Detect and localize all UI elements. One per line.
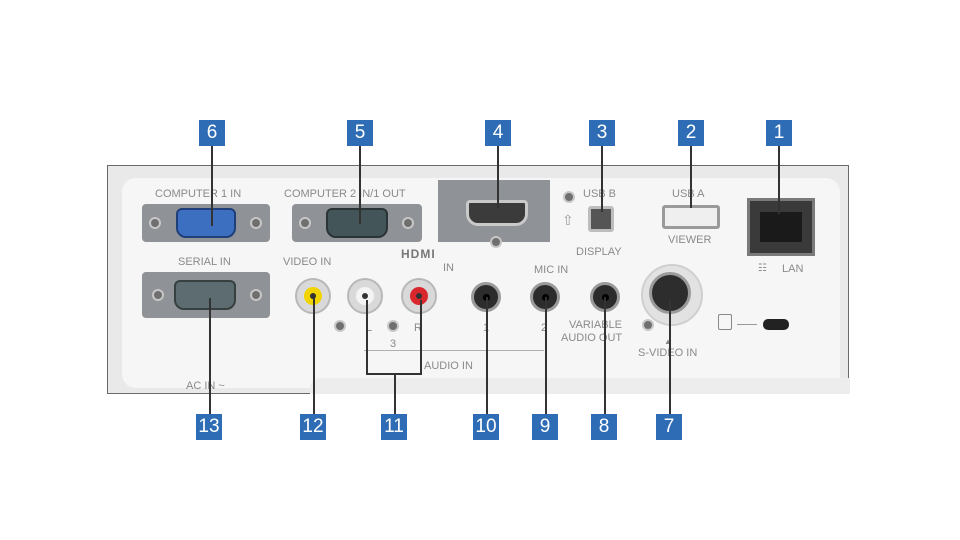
leader-line-7 <box>669 300 671 414</box>
screw-icon <box>299 217 311 229</box>
leader-line-8 <box>604 297 606 414</box>
display-label: DISPLAY <box>576 246 622 258</box>
screw-icon <box>402 217 414 229</box>
lock-line <box>737 324 757 325</box>
audio-r-label: R <box>414 322 422 334</box>
screw-icon <box>387 320 399 332</box>
callout-badge-10: 10 <box>473 414 499 440</box>
audio-in-3-r-port[interactable] <box>401 278 437 314</box>
security-slot[interactable] <box>763 319 789 330</box>
leader-line-4 <box>497 146 499 208</box>
leader-line-6 <box>211 146 213 226</box>
audio-3-label: 3 <box>390 338 397 350</box>
serial-in-label: SERIAL IN <box>178 256 231 268</box>
callout-badge-1: 1 <box>766 120 792 146</box>
ac-in-label: AC IN ~ <box>186 380 225 392</box>
audio-l-label: L <box>366 322 373 334</box>
computer-1-in-label: COMPUTER 1 IN <box>155 188 242 200</box>
hdmi-in-label: IN <box>443 262 454 274</box>
callout-badge-2: 2 <box>678 120 704 146</box>
leader-line-9 <box>545 297 547 414</box>
video-in-label: VIDEO IN <box>283 256 332 268</box>
callout-badge-9: 9 <box>532 414 558 440</box>
hdmi-logo: HDMI <box>401 247 436 261</box>
callout-badge-6: 6 <box>199 120 225 146</box>
callout-badge-3: 3 <box>589 120 615 146</box>
usb-a-label: USB A <box>672 188 705 200</box>
audio-in-bracket-line <box>364 350 544 351</box>
callout-badge-11: 11 <box>381 414 407 440</box>
screw-icon <box>250 217 262 229</box>
mic-in-label: MIC IN <box>534 264 569 276</box>
leader-line-3 <box>601 146 603 212</box>
s-video-in-label: S-VIDEO IN <box>638 347 698 359</box>
audio-2-label: 2 <box>541 322 547 334</box>
leader-line-2 <box>690 146 692 208</box>
audio-in-3-l-port[interactable] <box>347 278 383 314</box>
serial-in-port[interactable] <box>174 280 236 310</box>
leader-line-12 <box>313 298 315 414</box>
computer-2-in-label: COMPUTER 2 IN/1 OUT <box>284 188 406 200</box>
screw-icon <box>152 289 164 301</box>
leader-line-13 <box>209 298 211 414</box>
leader-line-1 <box>778 146 780 214</box>
usb-b-label: USB B <box>583 188 617 200</box>
leader-line-11 <box>394 373 396 414</box>
computer-1-in-port[interactable] <box>176 208 236 238</box>
viewer-label: VIEWER <box>668 234 712 246</box>
network-icon: ☷ <box>758 263 767 274</box>
computer-2-in-port[interactable] <box>326 208 388 238</box>
leader-line-5 <box>359 146 361 224</box>
lock-icon <box>718 314 732 330</box>
callout-badge-4: 4 <box>485 120 511 146</box>
leader-line-10 <box>486 297 488 414</box>
screw-icon <box>490 236 502 248</box>
callout-badge-12: 12 <box>300 414 326 440</box>
lan-label: LAN <box>782 263 804 275</box>
variable-label: VARIABLE <box>569 319 622 331</box>
up-triangle-icon: ▲ <box>664 337 672 346</box>
screw-icon <box>334 320 346 332</box>
screw-icon <box>149 217 161 229</box>
panel-bottom-ledge <box>310 378 850 394</box>
usb-a-port[interactable] <box>662 205 720 229</box>
callout-badge-5: 5 <box>347 120 373 146</box>
callout-badge-13: 13 <box>196 414 222 440</box>
lan-socket <box>760 212 802 242</box>
video-in-port[interactable] <box>295 278 331 314</box>
screw-icon <box>642 319 654 331</box>
screw-icon <box>563 191 575 203</box>
callout-badge-7: 7 <box>656 414 682 440</box>
leader-line-11-r <box>420 300 422 375</box>
screw-icon <box>250 289 262 301</box>
callout-badge-8: 8 <box>591 414 617 440</box>
up-arrow-icon: ⇧ <box>562 212 574 228</box>
audio-in-label: AUDIO IN <box>424 360 473 372</box>
audio-out-label: AUDIO OUT <box>561 332 623 344</box>
leader-line-11-l <box>366 300 368 375</box>
